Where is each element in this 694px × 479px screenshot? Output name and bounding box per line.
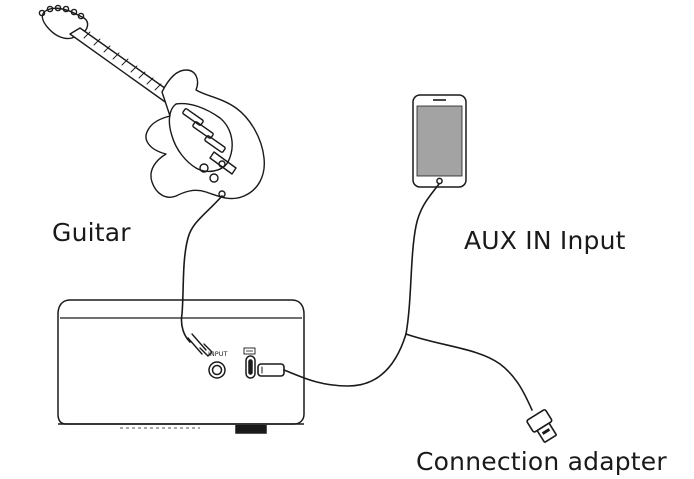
- guitar-knob: [199, 163, 209, 173]
- amp-usb-port-inner: [248, 359, 253, 375]
- amp-foot: [235, 425, 267, 434]
- smartphone-illustration: [412, 94, 467, 188]
- guitar-pickup: [182, 108, 204, 126]
- connection-adapter-plug: [526, 409, 557, 443]
- phone-cable: [405, 183, 440, 335]
- phone-screen: [416, 105, 463, 177]
- tuning-peg-icon: [62, 5, 70, 13]
- guitar-cable: [180, 195, 223, 343]
- connection-adapter-label: Connection adapter: [416, 447, 667, 476]
- guitar-illustration: [38, 4, 265, 200]
- guitar-pickup: [192, 121, 214, 139]
- guitar-pickguard: [168, 102, 233, 173]
- tuning-peg-icon: [70, 8, 78, 16]
- guitar-knob: [209, 173, 219, 183]
- amp-input-jack: [208, 361, 226, 379]
- amplifier-illustration: [57, 299, 305, 434]
- guitar-pickup: [204, 135, 226, 153]
- tuning-peg-icon: [46, 5, 54, 13]
- amp-input-label: INPUT: [208, 350, 227, 358]
- tuning-peg-icon: [54, 4, 62, 12]
- adapter-cable: [405, 333, 533, 411]
- aux-in-input-label: AUX IN Input: [464, 226, 626, 255]
- cables: [180, 183, 557, 443]
- guitar-label: Guitar: [52, 218, 131, 247]
- amp-input-jack-inner: [211, 364, 223, 376]
- usb-cable: [283, 333, 407, 387]
- tuning-peg-icon: [77, 12, 85, 20]
- guitar-bridge: [209, 151, 237, 175]
- guitar-neck: [69, 27, 177, 105]
- amp-usb-port: [245, 355, 256, 379]
- guitar-body: [145, 69, 265, 200]
- guitar-plug: [187, 333, 213, 357]
- tuning-peg-icon: [38, 9, 46, 17]
- guitar-knob: [218, 160, 226, 168]
- guitar-frets: [83, 31, 162, 91]
- usb-symbol-icon: [243, 347, 256, 355]
